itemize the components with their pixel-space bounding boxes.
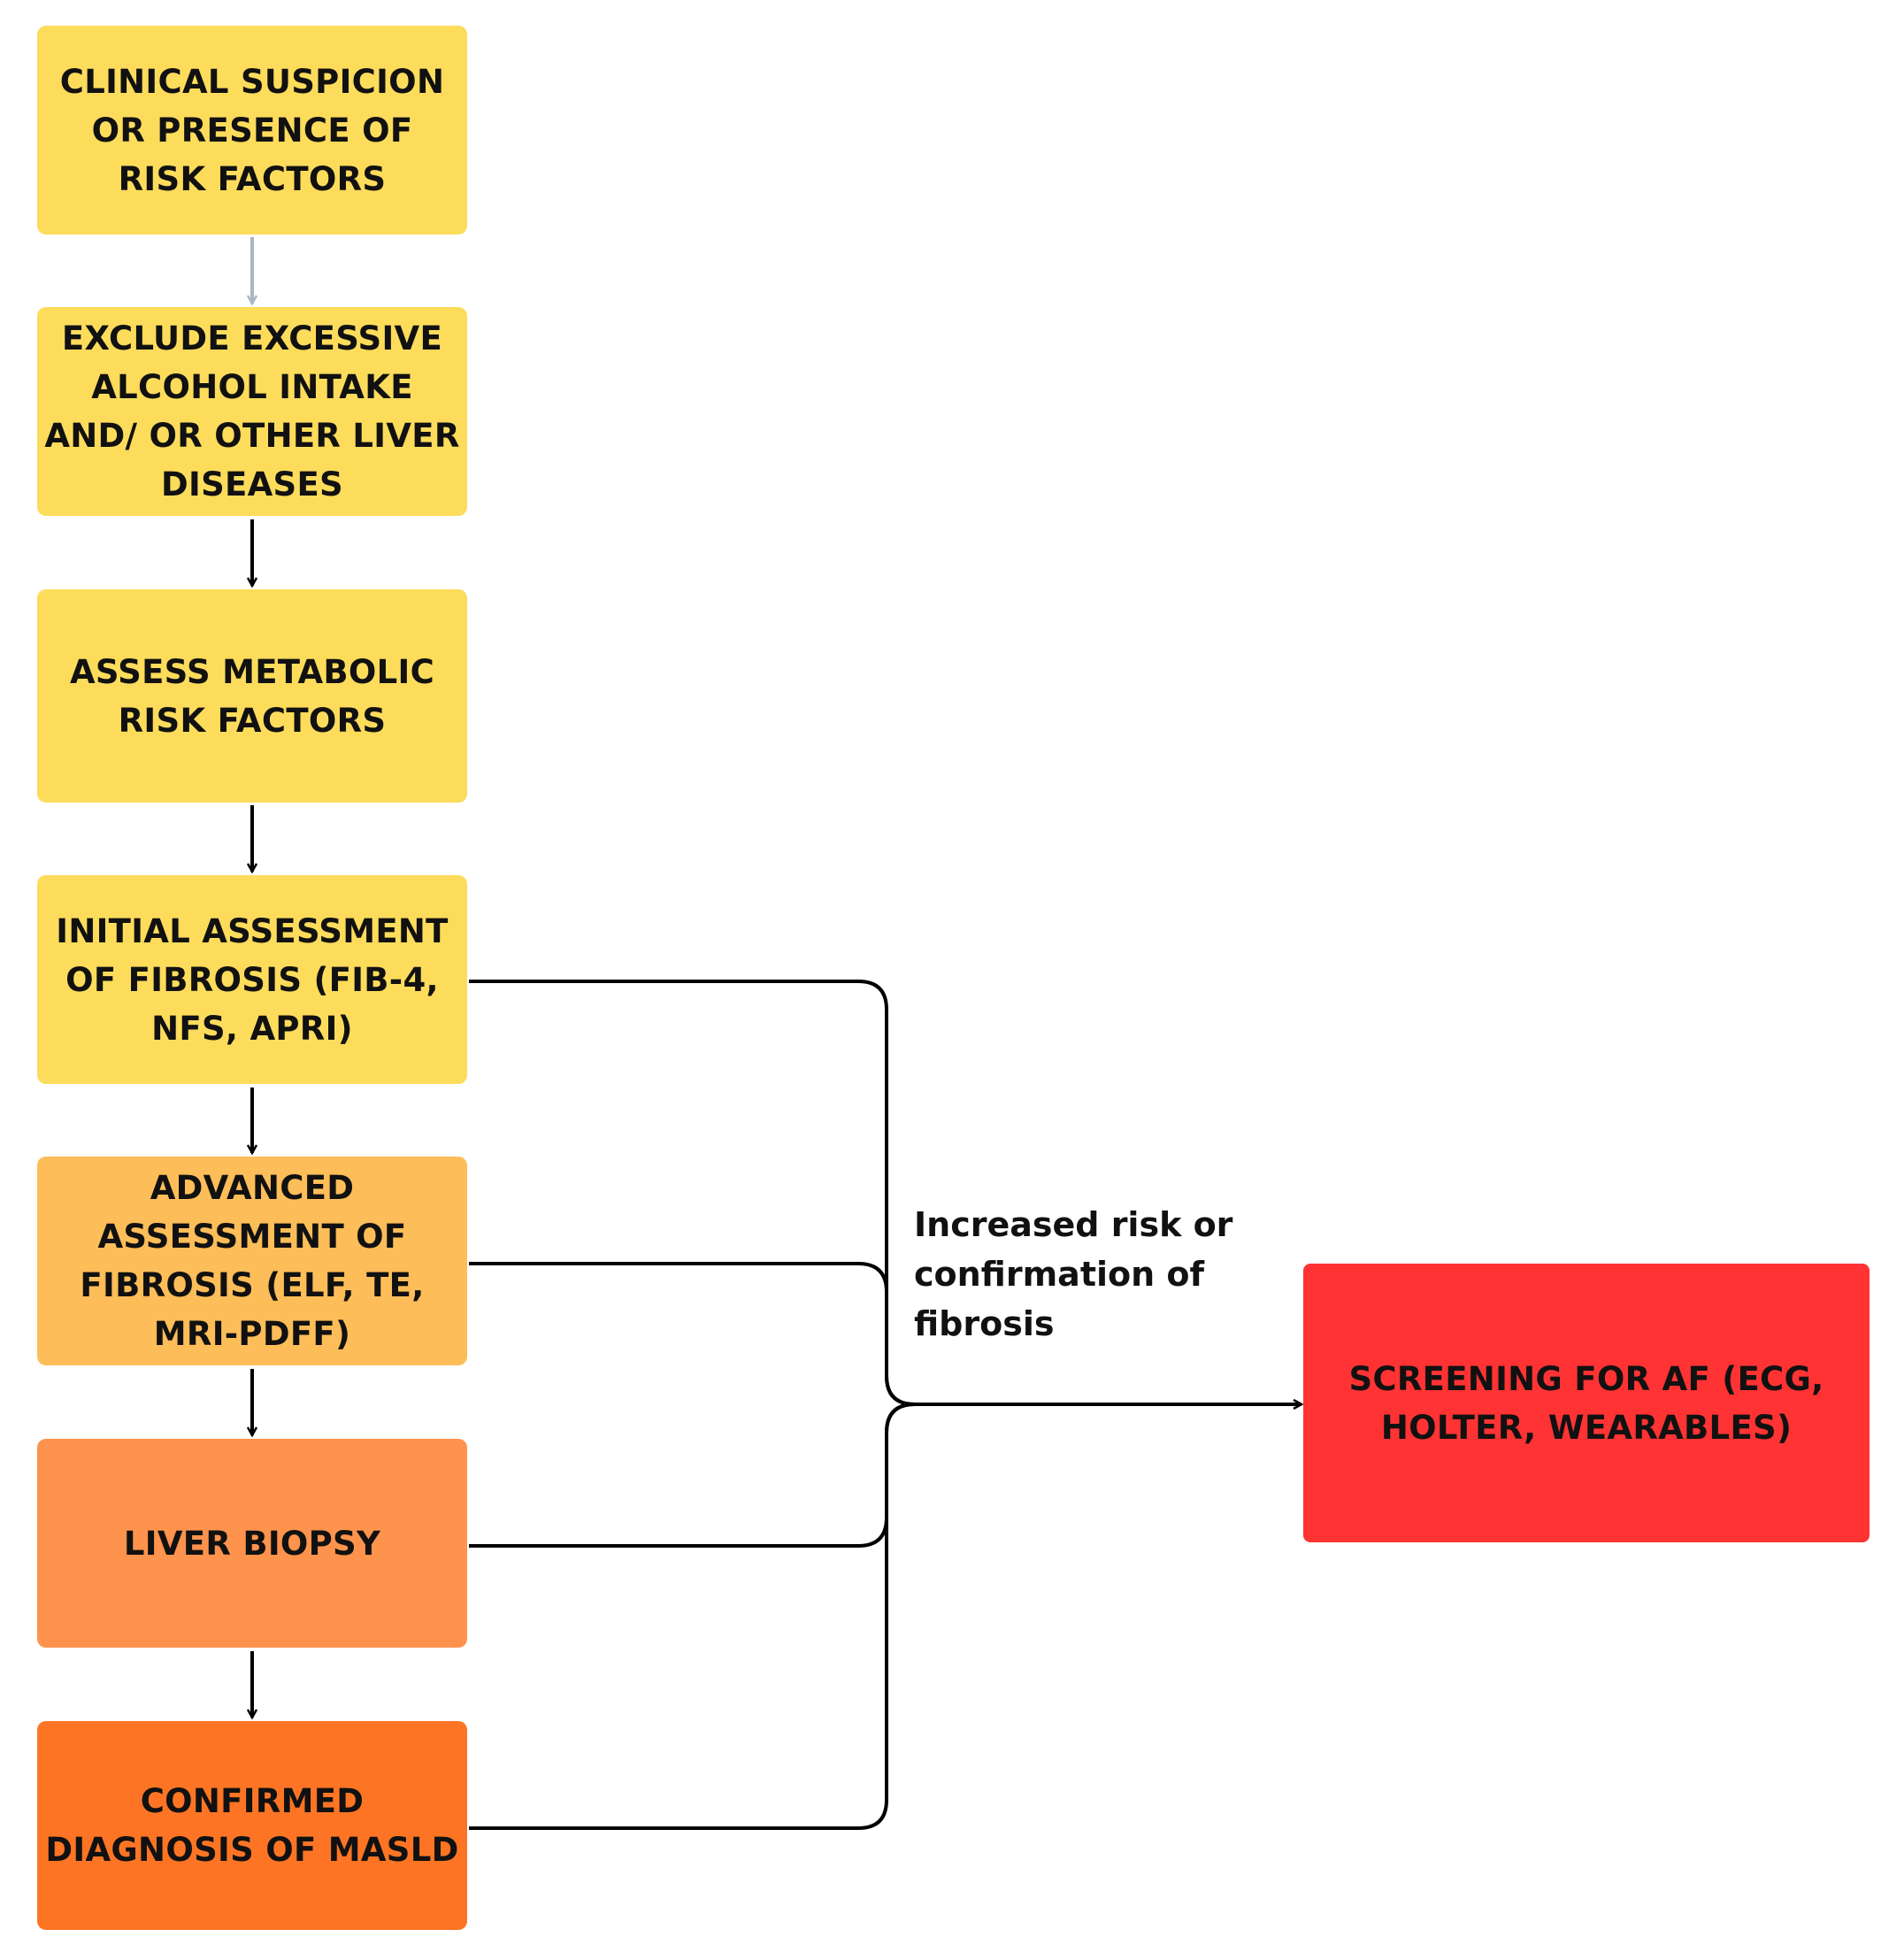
step-clinical-suspicion: CLINICAL SUSPICION OR PRESENCE OF RISK F…: [37, 26, 467, 234]
step-confirmed-diagnosis-label: CONFIRMED DIAGNOSIS OF MASLD: [45, 1782, 459, 1869]
step-assess-metabolic-label: ASSESS METABOLIC RISK FACTORS: [69, 652, 435, 740]
branch-from-liver-biopsy: [469, 1403, 916, 1548]
branch-from-confirmed-diagnosis: [469, 1403, 916, 1830]
connector-label: Increased risk or confirmation of fibros…: [914, 1205, 1233, 1343]
step-advanced-fibrosis: ADVANCED ASSESSMENT OF FIBROSIS (ELF, TE…: [37, 1157, 467, 1365]
branch-from-advanced-assessment: [469, 1262, 916, 1406]
step-liver-biopsy: LIVER BIOPSY: [37, 1439, 467, 1648]
step-advanced-fibrosis-label: ADVANCED ASSESSMENT OF FIBROSIS (ELF, TE…: [80, 1169, 425, 1353]
step-liver-biopsy-label: LIVER BIOPSY: [123, 1524, 381, 1563]
step-confirmed-diagnosis: CONFIRMED DIAGNOSIS OF MASLD: [37, 1721, 467, 1930]
screening-box: SCREENING FOR AF (ECG, HOLTER, WEARABLES…: [1303, 1264, 1870, 1542]
step-exclude-alcohol: EXCLUDE EXCESSIVE ALCOHOL INTAKE AND/ OR…: [37, 307, 467, 516]
screening-box-label: SCREENING FOR AF (ECG, HOLTER, WEARABLES…: [1348, 1359, 1824, 1447]
branch-from-initial-assessment: [469, 980, 916, 1406]
step-assess-metabolic: ASSESS METABOLIC RISK FACTORS: [37, 589, 467, 803]
step-exclude-alcohol-label: EXCLUDE EXCESSIVE ALCOHOL INTAKE AND/ OR…: [44, 319, 460, 503]
step-clinical-suspicion-label: CLINICAL SUSPICION OR PRESENCE OF RISK F…: [59, 62, 445, 198]
step-initial-fibrosis-label: INITIAL ASSESSMENT OF FIBROSIS (FIB-4, N…: [56, 911, 449, 1048]
step-initial-fibrosis: INITIAL ASSESSMENT OF FIBROSIS (FIB-4, N…: [37, 875, 467, 1084]
